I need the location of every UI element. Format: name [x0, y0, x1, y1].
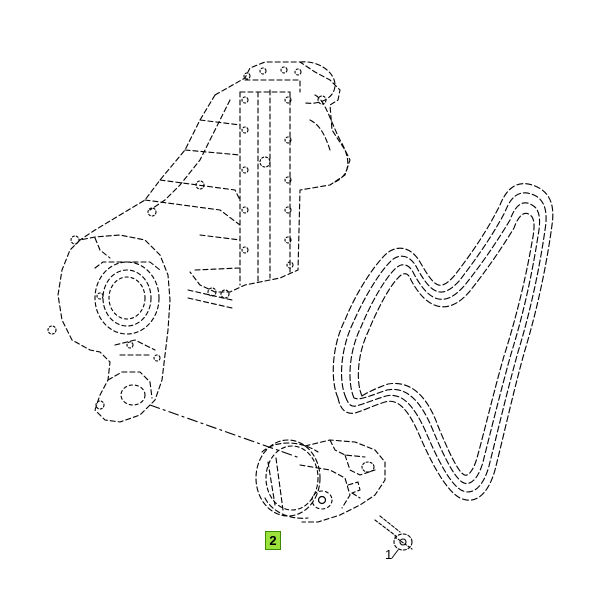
- leader-line-1: [391, 549, 399, 559]
- bolt: [374, 515, 413, 551]
- housing-bolt-holes: [47, 66, 327, 410]
- poly-v-belt: [332, 183, 554, 501]
- callout-1-label[interactable]: 1: [385, 547, 393, 562]
- callout-2-label[interactable]: 2: [265, 531, 281, 550]
- belt-tensioner: [255, 439, 386, 523]
- engine-cover-housing: [57, 61, 351, 423]
- alignment-line: [149, 404, 301, 459]
